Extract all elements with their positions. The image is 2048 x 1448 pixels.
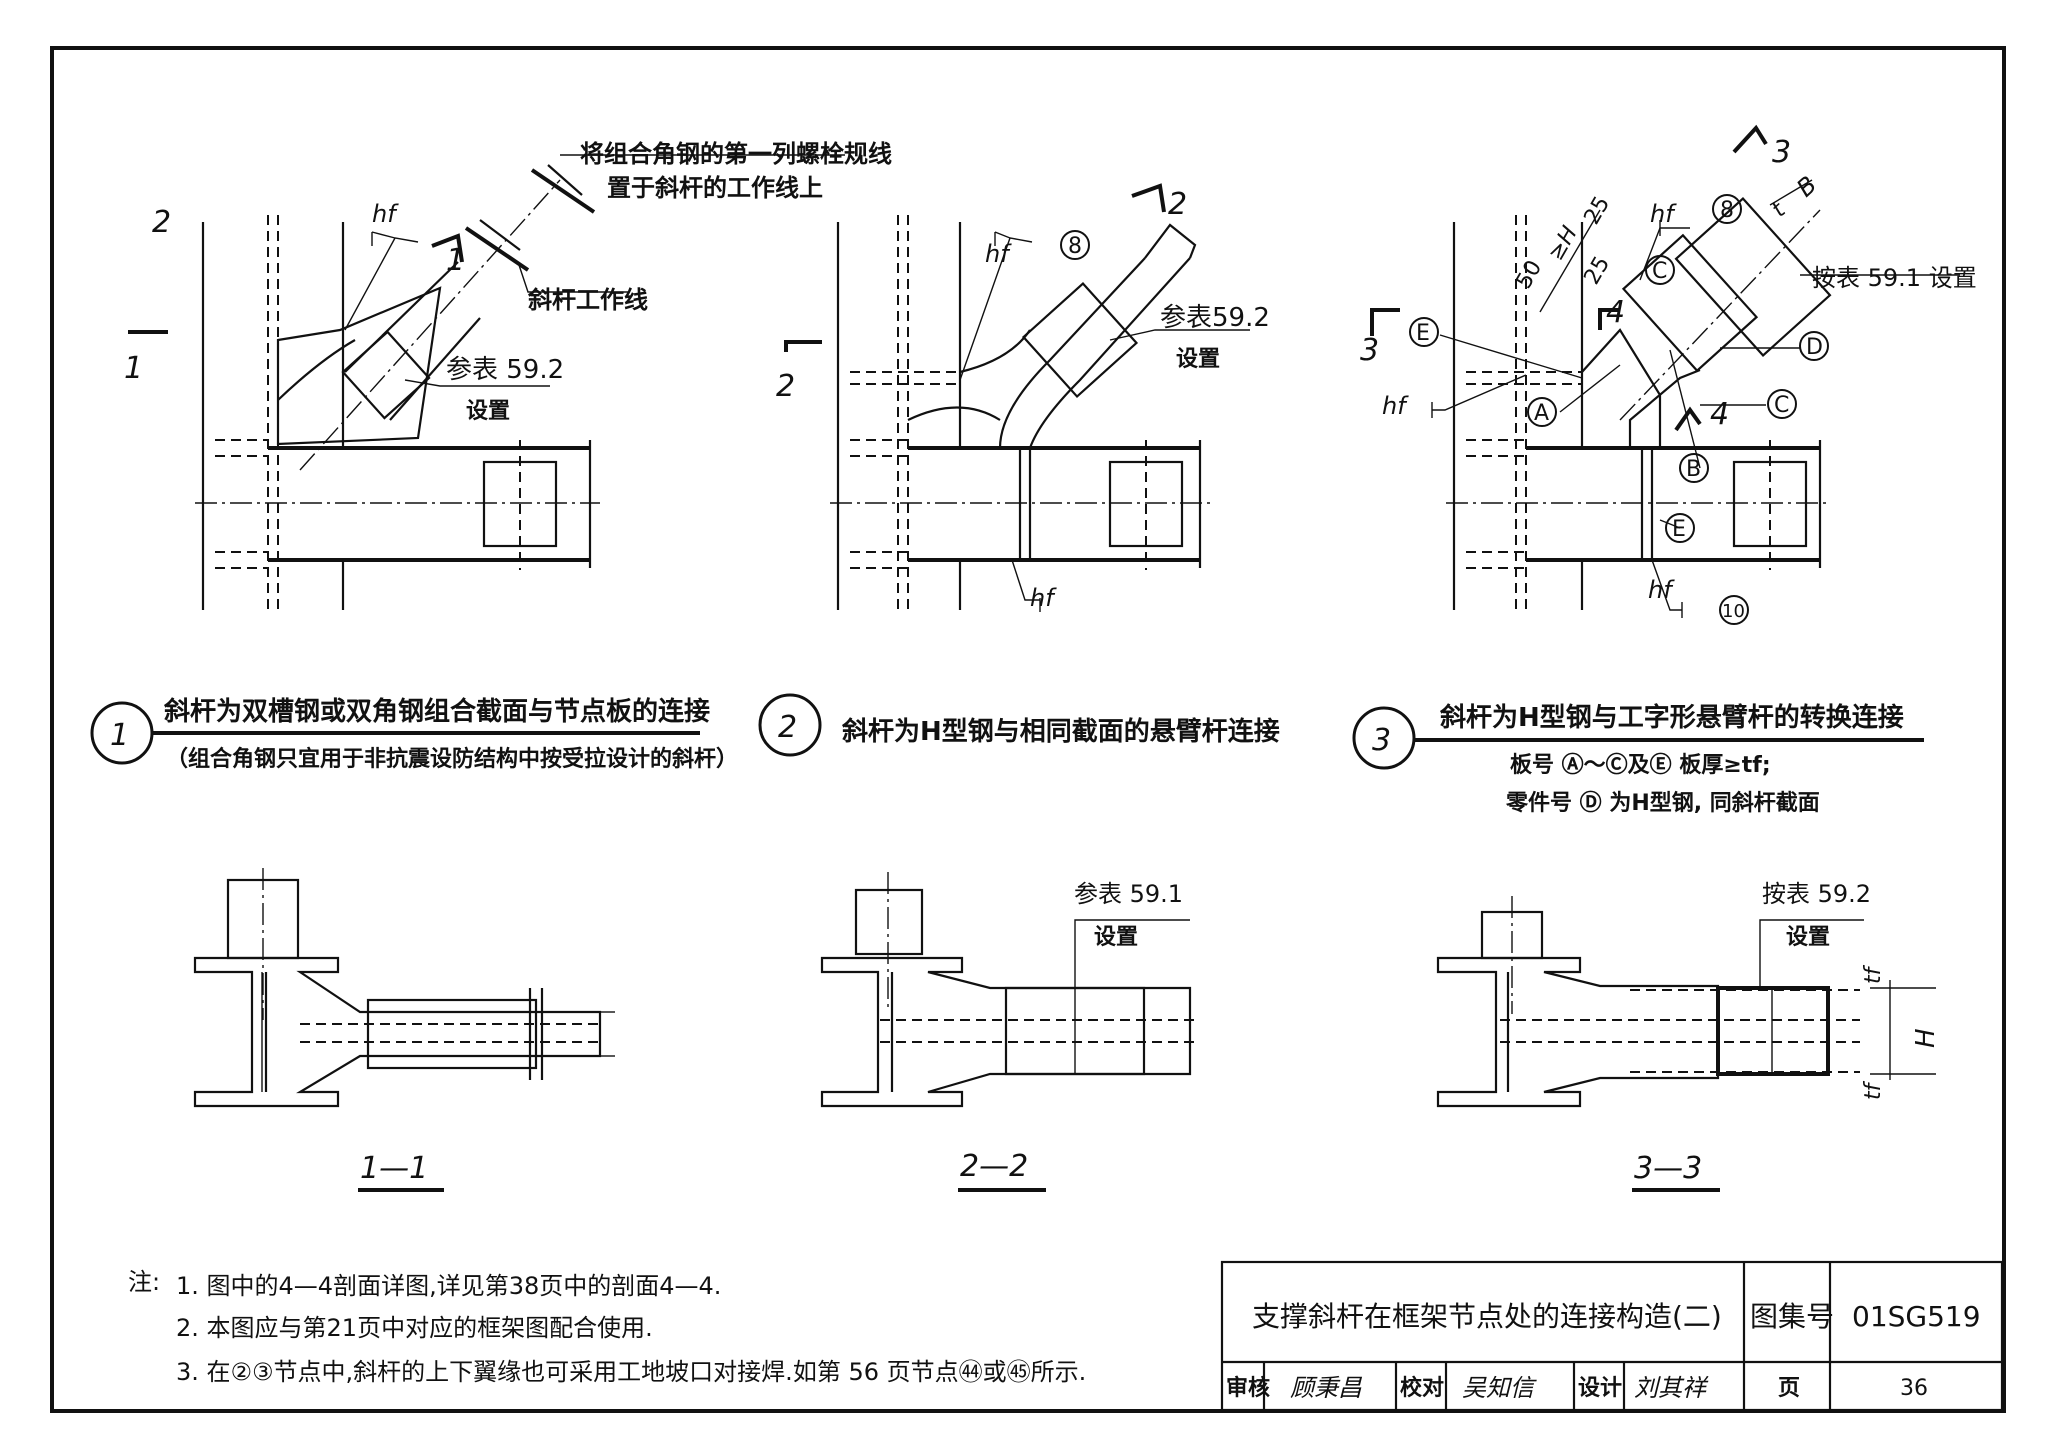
- detail-3-weld-hf-top: hf: [1650, 200, 1677, 228]
- detail-1-work-line: 斜杆工作线: [527, 286, 648, 314]
- title-block-check-name: 吴知信: [1462, 1374, 1537, 1402]
- section-1-1-label: 1—1: [360, 1151, 428, 1186]
- detail-2-weld-hf-bottom: hf: [1030, 584, 1057, 612]
- title-block-review-label: 审核: [1226, 1375, 1270, 1401]
- plate-C-circle-2: [1767, 389, 1797, 419]
- detail-1-section-no-top: 2: [152, 205, 171, 240]
- detail-3-dim-25b: 25: [1580, 252, 1616, 289]
- detail-2-section-no-top: 2: [1168, 187, 1187, 222]
- note-item-3: 3. 在②③节点中,斜杆的上下翼缘也可采用工地坡口对接焊.如第 56 页节点㊹或…: [176, 1358, 1086, 1386]
- detail-3-weld-ref-top-circle: [1712, 194, 1742, 224]
- plate-A-label: A: [1534, 401, 1549, 426]
- title-block-atlas-label: 图集号: [1750, 1300, 1834, 1333]
- detail-3-note-2: 零件号 Ⓓ 为H型钢, 同斜杆截面: [1505, 790, 1820, 816]
- title-block-review-name: 顾秉昌: [1290, 1374, 1363, 1402]
- section-3-3-dim-H: H: [1911, 1028, 1941, 1048]
- section-1-1-drawing: [193, 868, 615, 1108]
- detail-2-section-no-left: 2: [776, 369, 795, 404]
- note-item-1: 1. 图中的4—4剖面详图,详见第38页中的剖面4—4.: [176, 1272, 721, 1300]
- detail-3-section-no-top: 3: [1772, 135, 1791, 170]
- section-3-3-drawing: [1436, 896, 1936, 1108]
- detail-2-circle-no: 2: [778, 710, 797, 745]
- plate-E-circle-1: [1409, 317, 1439, 347]
- section-3-3-ref-table: 按表 59.2: [1762, 880, 1871, 908]
- section-3-3-label: 3—3: [1634, 1151, 1702, 1186]
- detail-3-note-1: 板号 Ⓐ～Ⓒ及Ⓔ 板厚≥tf;: [1510, 752, 1771, 778]
- detail-2-weld-hf: hf: [985, 240, 1012, 268]
- plate-C-label-2: C: [1774, 393, 1789, 418]
- detail-1-section-no-left: 1: [124, 351, 143, 386]
- plate-B-circle: [1679, 453, 1709, 483]
- title-block-page-label: 页: [1778, 1376, 1800, 1401]
- title-block-atlas-no: 01SG519: [1852, 1300, 1981, 1333]
- detail-3-weld-hf-left: hf: [1382, 392, 1409, 420]
- detail-3-dim-25a: 25: [1580, 192, 1616, 229]
- detail-3-drawing: [1370, 124, 1960, 618]
- detail-3-dim-t: t: [1767, 197, 1791, 222]
- detail-1-note-bolt-line-1: 将组合角钢的第一列螺栓规线: [580, 140, 892, 168]
- detail-3-weld-ref-top: 8: [1720, 198, 1734, 223]
- detail-1-ref-set: 设置: [466, 399, 510, 424]
- section-2-2-ref-table: 参表 59.1: [1074, 880, 1183, 908]
- plate-E-label-1: E: [1416, 321, 1430, 346]
- detail-3-section-no-left: 3: [1360, 333, 1379, 368]
- detail-3-ref-table: 按表 59.1 设置: [1812, 264, 1977, 292]
- detail-2-circle: [758, 693, 822, 757]
- detail-3-dim-B: B: [1791, 171, 1822, 203]
- detail-1-ref-table: 参表 59.2: [446, 355, 564, 385]
- detail-2-title: 斜杆为H型钢与相同截面的悬臂杆连接: [841, 716, 1280, 747]
- detail-2-ref-table: 参表59.2: [1160, 303, 1270, 333]
- detail-3-weld-ref-bottom: 10: [1722, 601, 1745, 622]
- detail-3-circle-no: 3: [1372, 723, 1391, 758]
- plate-C-label-1: C: [1652, 259, 1667, 284]
- title-block: [1220, 1260, 2004, 1412]
- plate-E-label-2: E: [1672, 517, 1686, 542]
- title-block-design-label: 设计: [1578, 1376, 1622, 1401]
- section-2-2-ref-set: 设置: [1094, 925, 1138, 950]
- detail-3-dim-H: ≥H: [1544, 222, 1583, 265]
- title-block-title: 支撑斜杆在框架节点处的连接构造(二): [1252, 1300, 1722, 1333]
- detail-2-weld-ref-circle: [1060, 230, 1090, 260]
- title-block-check-label: 校对: [1400, 1375, 1444, 1401]
- note-item-2: 2. 本图应与第21页中对应的框架图配合使用.: [176, 1314, 653, 1342]
- section-3-3-dim-tf-top: tf: [1861, 964, 1886, 984]
- detail-1-subtitle: （组合角钢只宜用于非抗震设防结构中按受拉设计的斜杆）: [166, 746, 738, 772]
- detail-1-title: 斜杆为双槽钢或双角钢组合截面与节点板的连接: [163, 696, 710, 727]
- detail-3-section-4-a: 4: [1606, 295, 1625, 330]
- detail-1-circle-no: 1: [110, 718, 129, 753]
- plate-B-label: B: [1686, 457, 1701, 482]
- detail-2-drawing: [784, 183, 1250, 612]
- plate-D-circle: [1799, 331, 1829, 361]
- title-block-page-no: 36: [1900, 1376, 1928, 1401]
- plate-D-label: D: [1806, 335, 1823, 360]
- section-2-2-drawing: [820, 872, 1200, 1108]
- detail-1-weld-hf: hf: [372, 200, 399, 228]
- plate-A-circle: [1527, 397, 1557, 427]
- detail-3-weld-ref-bottom-circle: [1719, 595, 1749, 625]
- detail-1-drawing: [128, 154, 845, 612]
- detail-2-ref-set: 设置: [1176, 347, 1220, 372]
- detail-3-title: 斜杆为H型钢与工字形悬臂杆的转换连接: [1439, 702, 1904, 733]
- detail-1-section-no-mid: 1: [446, 243, 465, 278]
- section-3-3-ref-set: 设置: [1786, 925, 1830, 950]
- title-block-design-name: 刘其祥: [1634, 1374, 1709, 1402]
- detail-3-section-4-b: 4: [1710, 397, 1729, 432]
- detail-1-note-bolt-line-2: 置于斜杆的工作线上: [607, 174, 823, 202]
- detail-3-weld-hf-bottom: hf: [1648, 576, 1675, 604]
- notes-label: 注:: [128, 1268, 160, 1296]
- plate-E-circle-2: [1665, 513, 1695, 543]
- section-3-3-dim-tf-bottom: tf: [1861, 1080, 1886, 1100]
- sheet-border: [50, 46, 2006, 1413]
- detail-2-weld-ref: 8: [1068, 234, 1082, 259]
- plate-C-circle-1: [1645, 255, 1675, 285]
- section-2-2-label: 2—2: [960, 1149, 1028, 1184]
